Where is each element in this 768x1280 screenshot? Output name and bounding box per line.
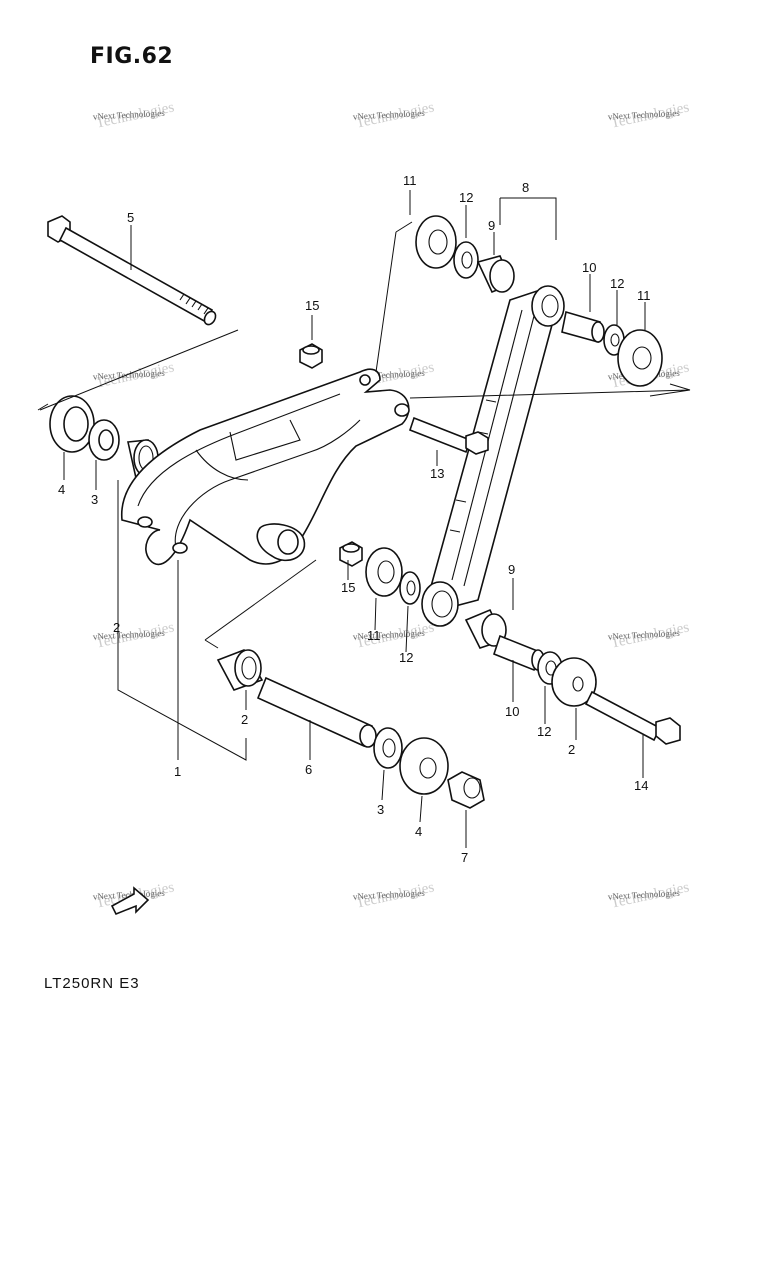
part-11-collar-top xyxy=(415,215,457,269)
part-4-seal xyxy=(49,395,95,453)
part-label: 2 xyxy=(113,620,120,635)
part-numbers: 5 15 11 12 8 9 10 12 11 13 4 3 2 15 11 1… xyxy=(58,173,651,865)
part-label: 8 xyxy=(522,180,529,195)
part-3-washer xyxy=(88,419,120,461)
part-11-collar-mid xyxy=(365,547,403,597)
part-13-bolt xyxy=(409,416,489,455)
leader-lines xyxy=(37,190,691,848)
part-11-collar-bottom xyxy=(551,657,597,707)
part-label: 15 xyxy=(305,298,319,313)
part-label: 4 xyxy=(415,824,422,839)
part-label: 10 xyxy=(582,260,596,275)
watermark: vNext Technologies xyxy=(93,888,166,902)
part-4-seal-lower xyxy=(399,737,449,795)
watermark: vNext Technologies xyxy=(608,888,681,902)
figure-title: FIG.62 xyxy=(90,44,174,69)
watermark: vNext Technologies xyxy=(93,108,166,122)
part-15-nut-mid xyxy=(339,541,363,567)
part-7-nut xyxy=(447,771,485,809)
part-label: 11 xyxy=(367,628,381,643)
part-label: 10 xyxy=(505,704,519,719)
watermark: vNext Technologies xyxy=(608,108,681,122)
part-11-collar-right xyxy=(617,329,663,387)
part-label: 9 xyxy=(488,218,495,233)
part-label: 2 xyxy=(568,742,575,757)
part-label: 2 xyxy=(241,712,248,727)
part-12-washer-mid xyxy=(399,571,421,605)
part-label: 15 xyxy=(341,580,355,595)
part-label: 12 xyxy=(610,276,624,291)
watermark: vNext Technologies xyxy=(353,108,426,122)
part-1-cushion-lever xyxy=(121,368,410,566)
front-arrow-icon xyxy=(110,886,150,916)
part-2-bearing-lower xyxy=(216,649,264,691)
part-label: 4 xyxy=(58,482,65,497)
part-label: 7 xyxy=(461,850,468,865)
watermark: vNext Technologies xyxy=(93,368,166,382)
part-label: 12 xyxy=(399,650,413,665)
model-code: LT250RN E3 xyxy=(44,975,140,992)
part-label: 5 xyxy=(127,210,134,225)
watermark: vNext Technologies xyxy=(93,628,166,642)
watermark: vNext Technologies xyxy=(608,628,681,642)
part-10-spacer-top xyxy=(561,310,605,344)
part-label: 12 xyxy=(459,190,473,205)
part-14-bolt xyxy=(584,690,681,745)
part-label: 13 xyxy=(430,466,444,481)
part-label: 11 xyxy=(637,288,651,303)
part-8-tie-rod xyxy=(421,285,565,627)
part-9-bearing-top xyxy=(476,255,515,294)
watermark: vNext Technologies xyxy=(353,888,426,902)
part-5-bolt xyxy=(47,215,217,326)
part-label: 11 xyxy=(403,173,417,188)
part-15-nut xyxy=(299,343,323,369)
part-label: 14 xyxy=(634,778,648,793)
part-12-washer-top xyxy=(453,241,479,279)
part-6-spacer xyxy=(256,676,377,748)
part-label: 3 xyxy=(91,492,98,507)
part-10-spacer-bottom xyxy=(493,634,545,672)
part-label: 1 xyxy=(174,764,181,779)
part-label: 3 xyxy=(377,802,384,817)
part-3-washer-lower xyxy=(373,727,403,769)
part-label: 6 xyxy=(305,762,312,777)
part-label: 12 xyxy=(537,724,551,739)
part-label: 9 xyxy=(508,562,515,577)
